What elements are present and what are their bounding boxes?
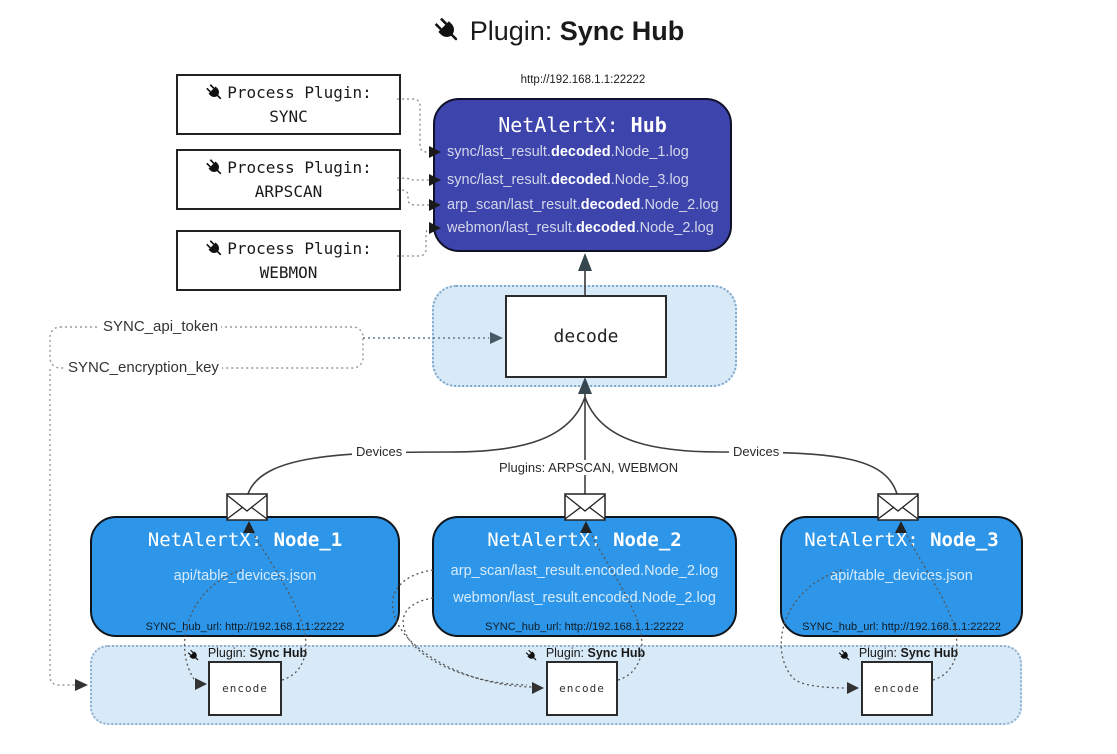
node-2-file: arp_scan/last_result.encoded.Node_2.log <box>450 563 719 579</box>
node-1-box: NetAlertX: Node_1 api/table_devices.json… <box>90 516 400 637</box>
title-bold: Sync Hub <box>559 16 685 46</box>
edge-hub-node1 <box>247 396 586 495</box>
hub-file-line: sync/last_result.decoded.Node_3.log <box>447 172 689 188</box>
node-3-hub-url: SYNC_hub_url: http://192.168.1.1:22222 <box>802 621 1001 633</box>
process-plugin-sync-box: Process Plugin: SYNC <box>176 74 401 135</box>
node-3-file: api/table_devices.json <box>830 568 973 584</box>
hub-file-line: webmon/last_result.decoded.Node_2.log <box>447 220 714 236</box>
node-2-box: NetAlertX: Node_2 arp_scan/last_result.e… <box>432 516 737 637</box>
hub-file-line: arp_scan/last_result.decoded.Node_2.log <box>447 197 719 213</box>
node-1-hub-url: SYNC_hub_url: http://192.168.1.1:22222 <box>145 621 345 633</box>
panel-in-arrowhead <box>75 679 88 691</box>
hub-in-arrowhead <box>578 253 592 271</box>
hub-file-line: sync/last_result.decoded.Node_1.log <box>447 144 689 160</box>
node-3-title: NetAlertX: Node_3 <box>804 529 999 551</box>
title-prefix: Plugin: <box>469 16 560 46</box>
hub-title: NetAlertX: Hub <box>435 113 730 137</box>
hub-title-bold: Hub <box>630 113 667 137</box>
node-1-title: NetAlertX: Node_1 <box>147 529 343 551</box>
decode-label: decode <box>553 326 619 347</box>
process-plugin-name: WEBMON <box>259 262 318 282</box>
process-plugin-arpscan-box: Process Plugin: ARPSCAN <box>176 149 401 210</box>
node-2-title: NetAlertX: Node_2 <box>487 529 682 551</box>
encode-box-2: encode <box>546 661 618 716</box>
encode-box-3: encode <box>861 661 933 716</box>
process-plugin-label: Process Plugin: <box>227 157 372 177</box>
decode-box: decode <box>505 295 667 378</box>
devices-label-right: Devices <box>729 444 784 459</box>
devices-curves <box>247 396 898 495</box>
plug-icon <box>205 158 225 178</box>
node-3-box: NetAlertX: Node_3 api/table_devices.json… <box>780 516 1023 637</box>
devices-label-left: Devices <box>352 444 407 459</box>
sync-api-token-label: SYNC_api_token <box>100 318 222 335</box>
sync-encryption-key-label: SYNC_encryption_key <box>65 359 222 376</box>
process-plugin-label: Process Plugin: <box>227 238 372 258</box>
hub-box: NetAlertX: Hub sync/last_result.decoded.… <box>433 98 732 252</box>
node-2-file: webmon/last_result.encoded.Node_2.log <box>453 590 716 606</box>
process-plugin-name: SYNC <box>269 106 308 126</box>
plug-icon <box>187 649 201 663</box>
process-plugin-label: Process Plugin: <box>227 82 372 102</box>
plug-icon <box>205 239 225 259</box>
plug-icon <box>525 649 539 663</box>
encode-box-1: encode <box>208 661 282 716</box>
encryption-key-to-panel-dotted <box>49 369 76 686</box>
node-1-file: api/table_devices.json <box>173 568 317 584</box>
plug-icon <box>205 83 225 103</box>
process-plugin-name: ARPSCAN <box>254 181 323 201</box>
plugins-edge-label: Plugins: ARPSCAN, WEBMON <box>495 460 683 475</box>
plug-icon <box>433 16 463 46</box>
node-2-hub-url: SYNC_hub_url: http://192.168.1.1:22222 <box>485 621 684 633</box>
hub-title-prefix: NetAlertX: <box>498 113 631 137</box>
page-title: Plugin: Sync Hub <box>0 16 1117 47</box>
plug-icon <box>838 649 852 663</box>
plugin-to-hub-dotted <box>396 98 432 257</box>
process-plugin-webmon-box: Process Plugin: WEBMON <box>176 230 401 291</box>
hub-url-label: http://192.168.1.1:22222 <box>520 74 646 86</box>
